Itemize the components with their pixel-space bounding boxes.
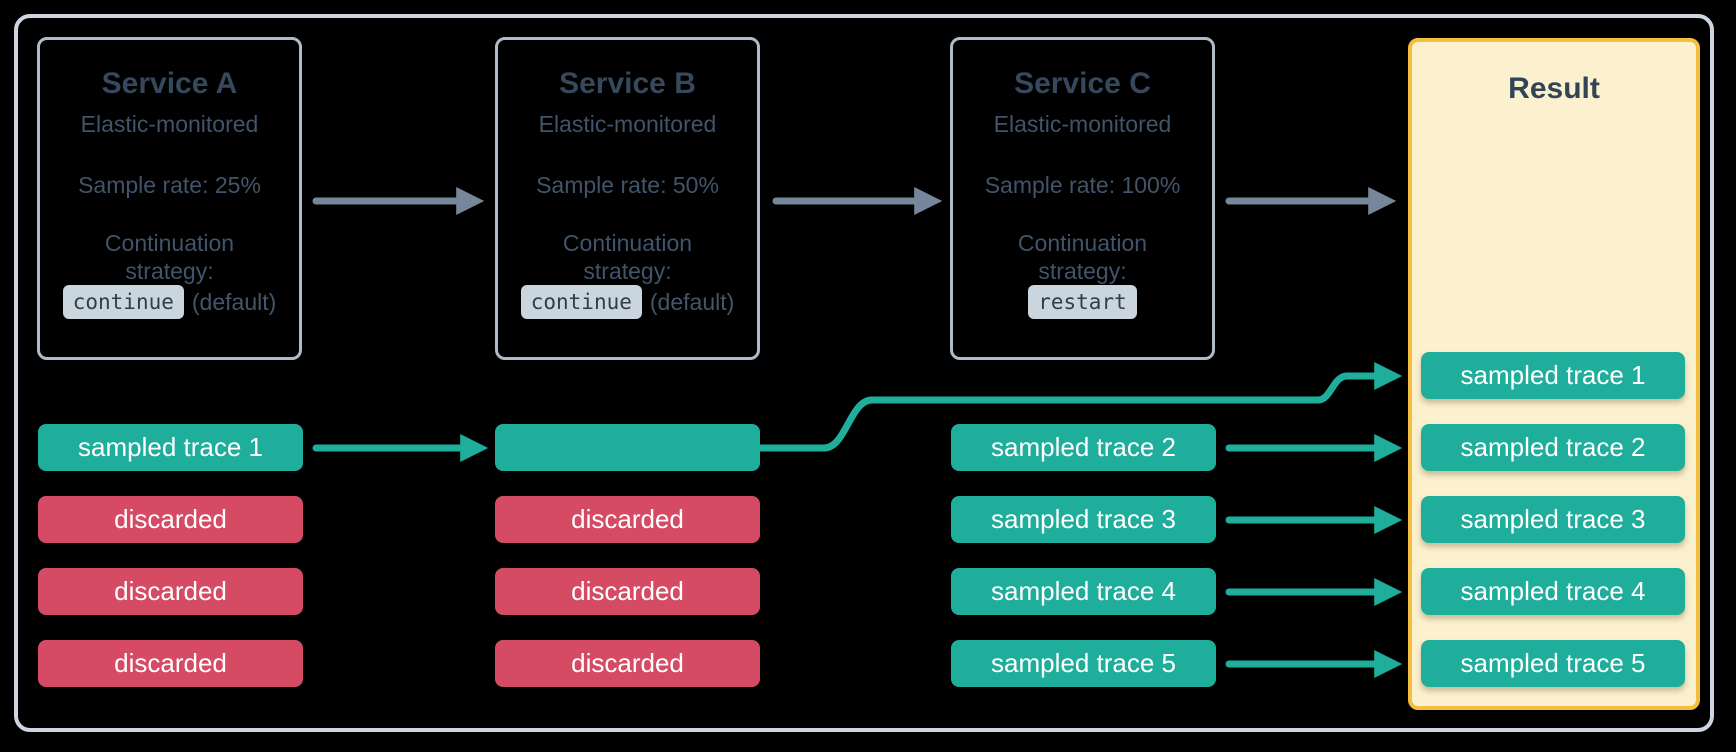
service-b-strategy-suffix: (default) (649, 288, 735, 315)
service-a-strategy-label: Continuation strategy: (104, 230, 235, 284)
result-trace-pill: sampled trace 1 (1421, 352, 1685, 399)
trace-pill-unlabeled (495, 424, 760, 471)
discarded-pill: discarded (38, 496, 303, 543)
service-b-strategy-label: Continuation strategy: (562, 230, 693, 284)
service-c-card: Service C Elastic-monitored Sample rate:… (950, 37, 1215, 360)
service-a-sample-rate: Sample rate: 25% (78, 172, 261, 198)
service-b-strategy-chip: continue (520, 285, 642, 319)
discarded-pill: discarded (495, 640, 760, 687)
diagram-frame (14, 14, 1714, 732)
service-a-strategy-chip: continue (62, 285, 184, 319)
trace-pill: sampled trace 2 (951, 424, 1216, 471)
service-b-card: Service B Elastic-monitored Sample rate:… (495, 37, 760, 360)
service-c-strategy-chip: restart (1028, 285, 1137, 319)
result-trace-pill: sampled trace 4 (1421, 568, 1685, 615)
service-c-strategy-label: Continuation strategy: (1017, 230, 1148, 284)
result-trace-pill: sampled trace 5 (1421, 640, 1685, 687)
service-b-sample-rate: Sample rate: 50% (536, 172, 719, 198)
service-c-monitored: Elastic-monitored (993, 111, 1172, 137)
service-a-monitored: Elastic-monitored (80, 111, 259, 137)
discarded-pill: discarded (495, 496, 760, 543)
result-trace-pill: sampled trace 2 (1421, 424, 1685, 471)
service-a-title: Service A (101, 67, 238, 100)
service-b-title: Service B (559, 67, 696, 100)
service-b-monitored: Elastic-monitored (538, 111, 717, 137)
result-title: Result (1508, 72, 1600, 105)
service-b-strategy-row: continue (default) (498, 285, 757, 319)
service-c-strategy-row: restart (953, 285, 1212, 319)
trace-pill: sampled trace 5 (951, 640, 1216, 687)
result-trace-pill: sampled trace 3 (1421, 496, 1685, 543)
trace-pill: sampled trace 1 (38, 424, 303, 471)
discarded-pill: discarded (38, 640, 303, 687)
trace-pill: sampled trace 4 (951, 568, 1216, 615)
discarded-pill: discarded (38, 568, 303, 615)
service-a-strategy-row: continue (default) (40, 285, 299, 319)
service-a-card: Service A Elastic-monitored Sample rate:… (37, 37, 302, 360)
discarded-pill: discarded (495, 568, 760, 615)
service-a-strategy-suffix: (default) (191, 288, 277, 315)
trace-pill: sampled trace 3 (951, 496, 1216, 543)
service-c-sample-rate: Sample rate: 100% (984, 172, 1181, 198)
service-c-title: Service C (1014, 67, 1151, 100)
